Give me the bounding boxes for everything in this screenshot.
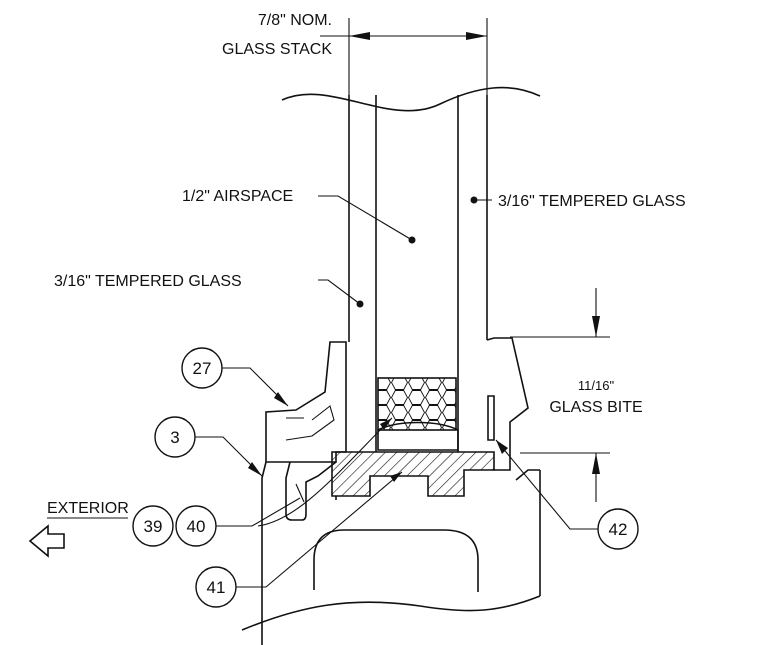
tempered-glass-left-label: 3/16" TEMPERED GLASS — [54, 273, 242, 290]
callout-40: 40 — [175, 417, 393, 547]
callout-3: 3 — [154, 416, 263, 477]
callout-42: 42 — [495, 439, 639, 550]
exterior-label: EXTERIOR — [47, 500, 129, 517]
top-break-line — [281, 86, 541, 112]
frame-hollow-chamber — [313, 529, 479, 592]
exterior-arrow-icon — [28, 524, 65, 558]
glass-bite-dimension — [510, 288, 610, 502]
tempered-glass-right-label: 3/16" TEMPERED GLASS — [498, 193, 686, 210]
svg-text:3: 3 — [170, 428, 179, 447]
svg-text:39: 39 — [144, 517, 163, 536]
interior-glazing-tape — [487, 395, 495, 441]
frame-exterior-leg — [261, 461, 267, 645]
frame-interior-side — [486, 337, 529, 471]
svg-text:40: 40 — [187, 517, 206, 536]
callout-39: 39 — [132, 505, 174, 547]
inner-glass-pane — [457, 95, 488, 452]
setting-block — [331, 451, 495, 497]
glass-bite-label-line2: GLASS BITE — [549, 399, 642, 416]
glazing-stop — [265, 341, 347, 463]
glass-stack-label-line1: 7/8" NOM. — [258, 12, 332, 29]
svg-text:42: 42 — [609, 520, 628, 539]
glass-stack-label-line2: GLASS STACK — [222, 41, 332, 58]
glass-bite-label-line1: 11/16" — [578, 378, 615, 393]
callout-41: 41 — [195, 471, 403, 608]
outer-glass-pane — [348, 95, 377, 452]
glass-stack-dimension — [320, 18, 488, 95]
svg-text:41: 41 — [207, 578, 226, 597]
bottom-break-line — [241, 595, 541, 631]
secondary-sealant — [377, 421, 459, 451]
svg-text:27: 27 — [193, 359, 212, 378]
spacer-desiccant — [377, 377, 457, 431]
airspace-label: 1/2" AIRSPACE — [182, 188, 293, 205]
callout-27: 27 — [181, 347, 289, 407]
